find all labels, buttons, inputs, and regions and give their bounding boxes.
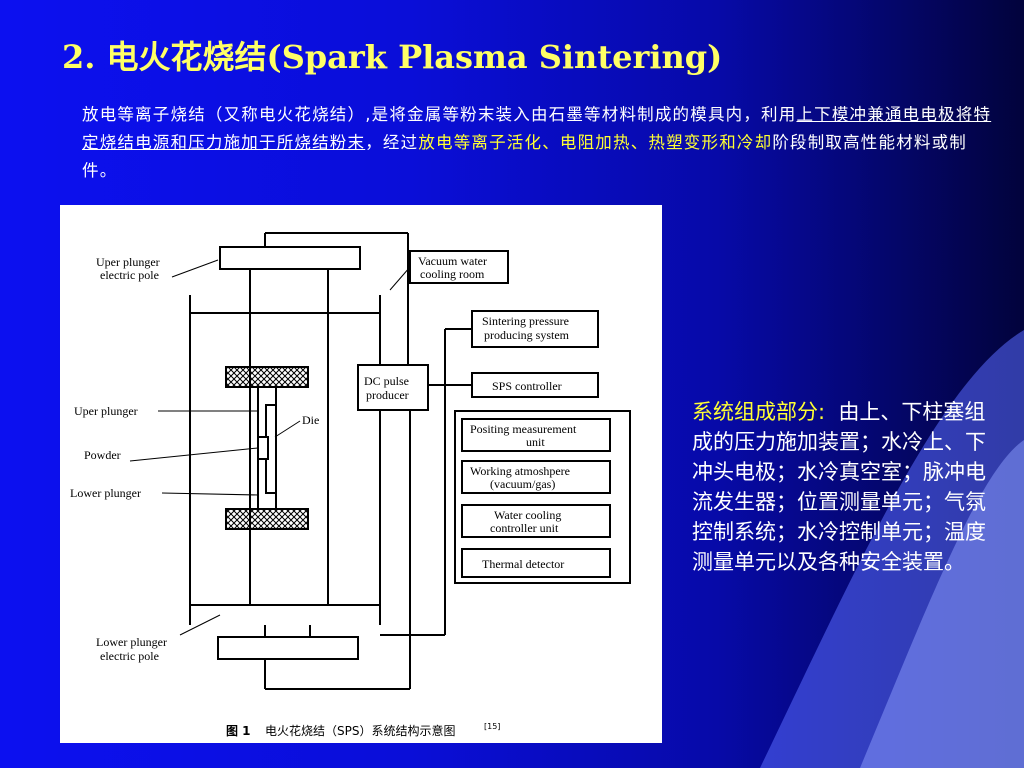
- label-water-2: controller unit: [490, 521, 559, 535]
- label-vacuum-1: Vacuum water: [418, 254, 487, 268]
- sps-diagram: Uper plunger electric pole Uper plunger …: [60, 205, 662, 743]
- label-positing-1: Positing measurement: [470, 422, 577, 436]
- intro-text-3: 阶段制取高性能材料或制件。: [82, 133, 968, 180]
- label-water-1: Water cooling: [494, 508, 561, 522]
- label-dc-2: producer: [366, 388, 409, 402]
- label-die: Die: [302, 413, 319, 427]
- powder: [257, 436, 269, 460]
- label-pressure-2: producing system: [484, 328, 570, 342]
- label-positing-2: unit: [526, 435, 545, 449]
- label-dc-1: DC pulse: [364, 374, 409, 388]
- label-lower-pole-2: electric pole: [100, 649, 159, 663]
- pressure-box: [471, 310, 599, 348]
- upper-hatch-block: [225, 366, 309, 388]
- dc-pulse-box: [357, 364, 429, 411]
- positing-box: [461, 418, 611, 452]
- label-pressure-1: Sintering pressure: [482, 314, 569, 328]
- intro-text-2: ，经过: [365, 133, 419, 152]
- label-powder: Powder: [84, 448, 121, 462]
- lower-hatch-block: [225, 508, 309, 530]
- slide-title: 2. 电火花烧结(Spark Plasma Sintering): [62, 38, 723, 76]
- intro-paragraph: 放电等离子烧结（又称电火花烧结）,是将金属等粉末装入由石墨等材料制成的模具内，利…: [82, 101, 1002, 185]
- label-upper-pole-2: electric pole: [100, 268, 159, 282]
- sps-controller-box: [471, 372, 599, 398]
- intro-highlight: 放电等离子活化、电阻加热、热塑变形和冷却: [418, 133, 773, 152]
- label-upper-pole-1: Uper plunger: [96, 255, 160, 269]
- figure-caption-ref: [15]: [484, 722, 500, 731]
- label-thermal: Thermal detector: [482, 557, 564, 571]
- figure-caption-number: 图 1: [226, 724, 251, 738]
- water-cooling-box: [461, 504, 611, 538]
- intro-text-1: 放电等离子烧结（又称电火花烧结）,是将金属等粉末装入由石墨等材料制成的模具内，利…: [82, 105, 797, 124]
- atmosphere-box: [461, 460, 611, 494]
- thermal-box: [461, 548, 611, 578]
- subsystems-group: [454, 410, 631, 584]
- label-atmo-1: Working atmoshpere: [470, 464, 570, 478]
- label-uper-plunger: Uper plunger: [74, 404, 138, 418]
- label-vacuum-2: cooling room: [420, 267, 485, 281]
- vacuum-box: [409, 250, 509, 284]
- figure-caption: 电火花烧结（SPS）系统结构示意图: [265, 723, 455, 738]
- intro-underlined: 上下模冲兼通电电极将特定烧结电源和压力施加于所烧结粉末: [82, 105, 992, 152]
- label-sps-controller: SPS controller: [492, 379, 562, 393]
- label-atmo-2: (vacuum/gas): [490, 477, 555, 491]
- components-label: 系统组成部分:: [692, 400, 826, 424]
- lower-electrode-block: [217, 636, 359, 660]
- label-lower-pole-1: Lower plunger: [96, 635, 167, 649]
- upper-electrode-block: [219, 246, 361, 270]
- system-components: 系统组成部分: 由上、下柱塞组成的压力施加装置；水冷上、下冲头电极；水冷真空室；…: [692, 397, 992, 577]
- components-text: 由上、下柱塞组成的压力施加装置；水冷上、下冲头电极；水冷真空室；脉冲电流发生器；…: [692, 400, 986, 574]
- label-lower-plunger: Lower plunger: [70, 486, 141, 500]
